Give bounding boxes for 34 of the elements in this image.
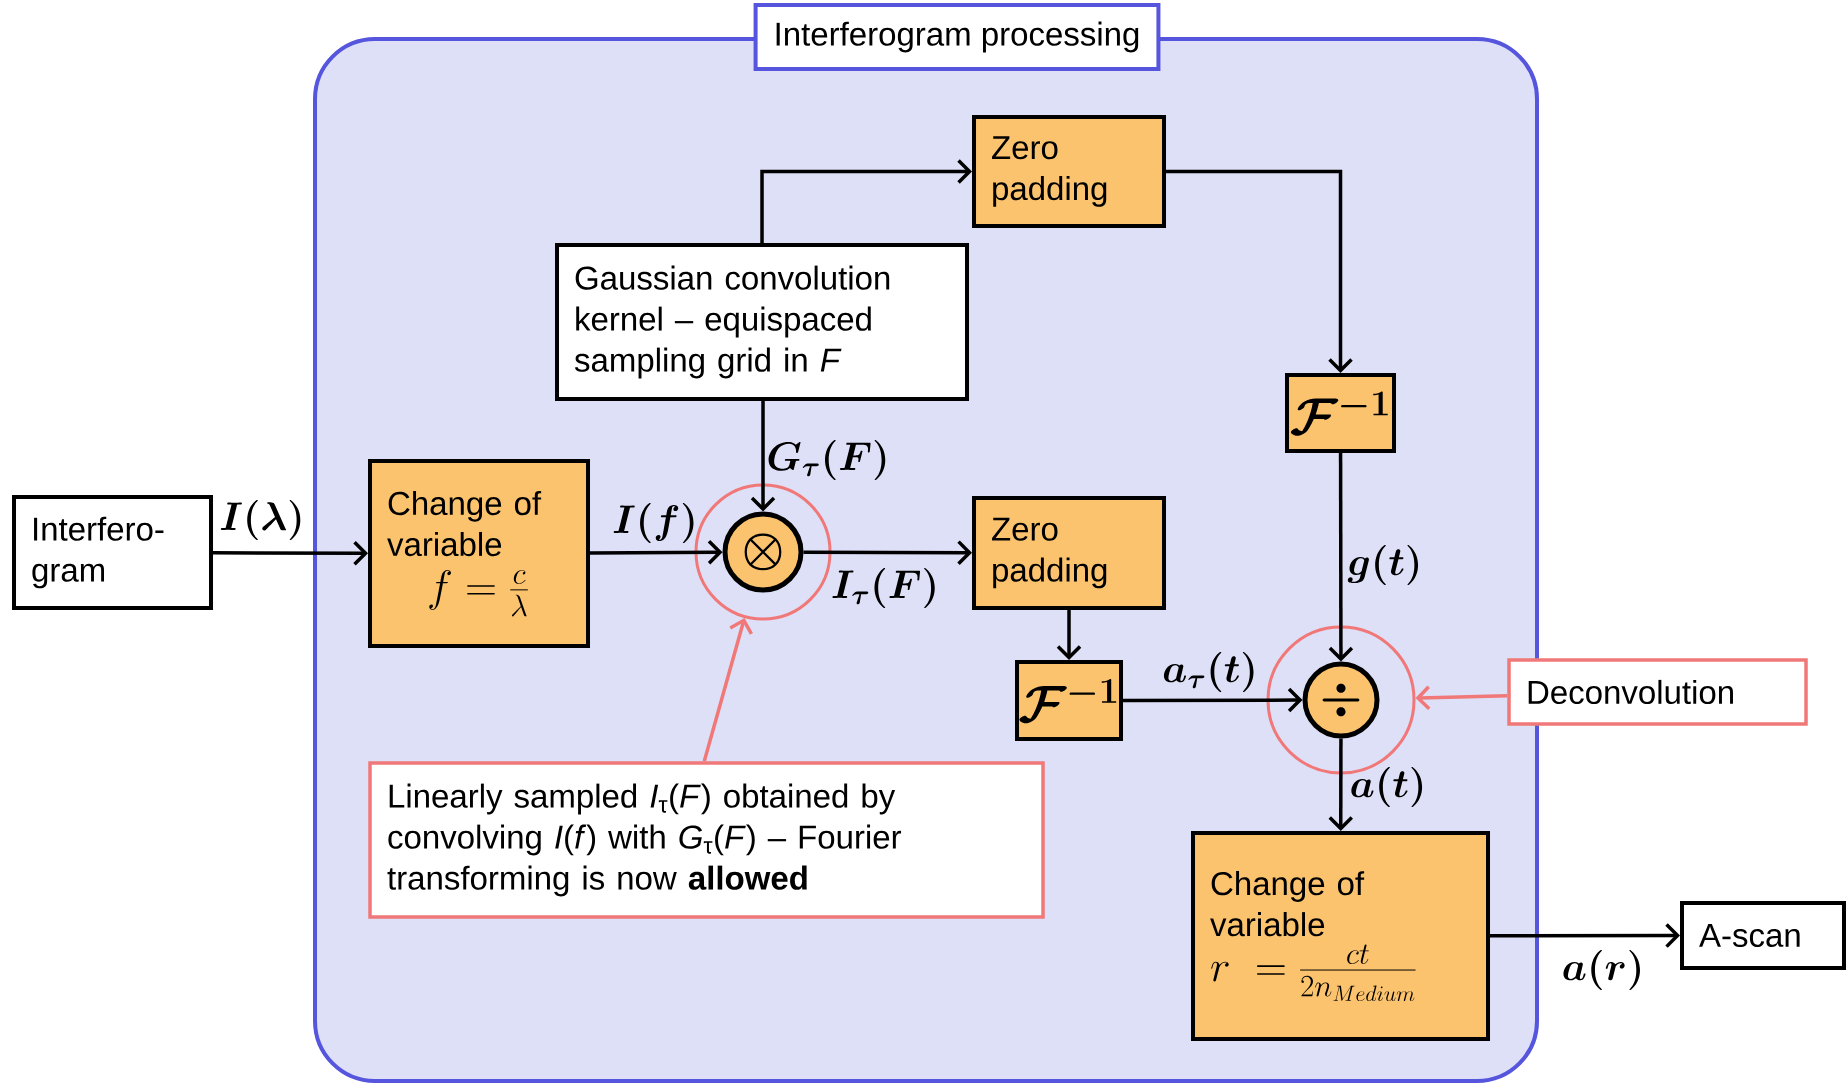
arrow <box>750 401 776 512</box>
edge-label: $g(t)$ <box>1347 545 1419 586</box>
arrow <box>760 159 972 243</box>
edge-label: $a(t)$ <box>1351 767 1423 808</box>
edge-label: $I_{\tau}(F)$ <box>832 568 935 609</box>
transform-box: $\mathcal{F}^{-1}$ <box>1015 660 1123 741</box>
arrow <box>702 617 753 762</box>
arrow <box>1166 169 1353 373</box>
process-box: Change of variable $f=\frac{c}{\lambda}$ <box>368 459 590 648</box>
arrow <box>803 540 972 565</box>
process-box: Zero padding <box>972 496 1166 610</box>
highlight-ring <box>694 483 832 621</box>
arrow <box>1123 687 1303 713</box>
callout-box: Deconvolution <box>1507 658 1808 726</box>
arrow <box>213 540 368 566</box>
arrow <box>1415 685 1508 711</box>
edge-label: $G_{\tau}(F)$ <box>768 440 886 481</box>
process-box: Change of variable $r\;=\frac{ct}{2n_{Medium}}$ <box>1191 831 1490 1041</box>
edge-label: $I(f)$ <box>613 503 694 544</box>
input-box: Interfero-gram <box>12 495 213 610</box>
edge-label: $I(\lambda)$ <box>220 500 301 541</box>
kernel-box: Gaussian convolution kernel – equispaced sampling grid in F <box>555 243 969 401</box>
title-box: Interferogram processing <box>753 3 1161 71</box>
arrow <box>1328 738 1353 831</box>
arrow <box>1328 453 1354 662</box>
edge-label: $a_{\tau}(t)$ <box>1163 652 1254 693</box>
note-box: Linearly sampled I$_{τ}$(F) obtained by convolving I(f) with G$_{τ}$(F) – Fourier transforming is now allowed <box>368 761 1045 919</box>
edge-label: $a(r)$ <box>1563 950 1640 991</box>
arrow <box>1056 610 1082 660</box>
output-box: A-scan <box>1680 901 1846 970</box>
transform-box: $\mathcal{F}^{-1}$ <box>1285 373 1396 453</box>
process-box: Zero padding <box>972 115 1166 228</box>
arrow <box>590 540 723 565</box>
arrow <box>1490 923 1680 948</box>
